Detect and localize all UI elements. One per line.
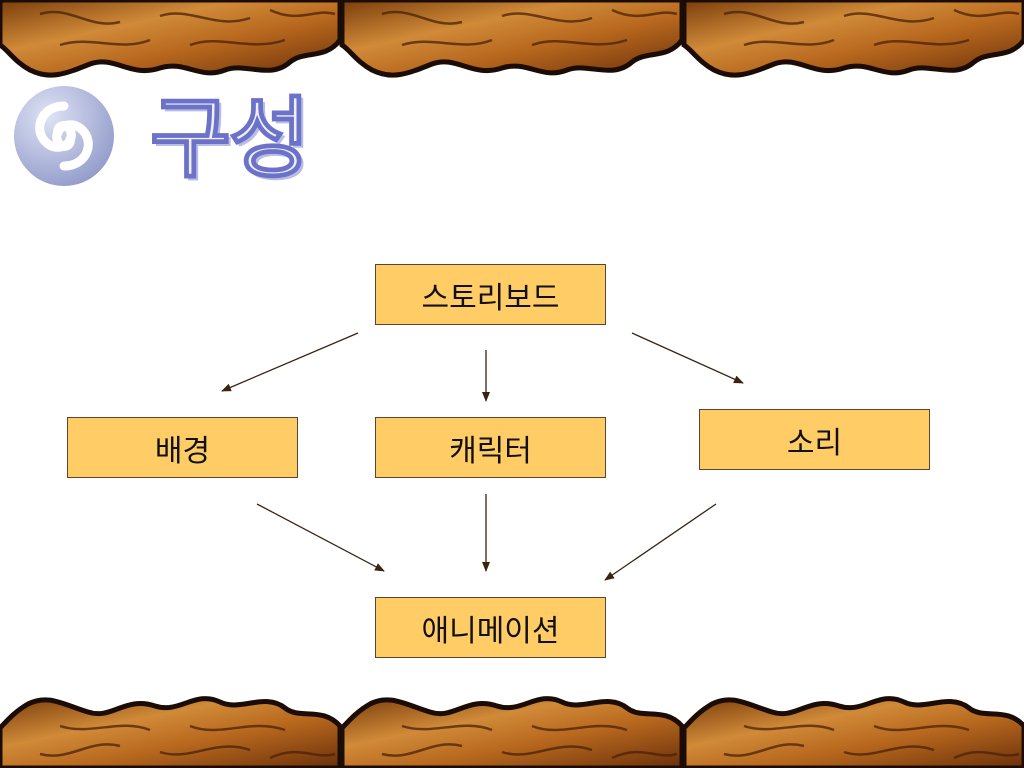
node-character: 캐릭터 — [375, 417, 606, 478]
node-character-label: 캐릭터 — [449, 433, 532, 469]
arrow-storyboard-to-sound — [631, 332, 744, 384]
node-sound-label: 소리 — [786, 425, 843, 461]
arrow-background-to-animation — [256, 503, 385, 572]
node-sound: 소리 — [699, 409, 930, 470]
swirl-icon — [14, 86, 114, 186]
slide-title: 구성 — [149, 86, 311, 191]
node-storyboard: 스토리보드 — [375, 264, 606, 325]
node-animation-label: 애니메이션 — [421, 613, 560, 649]
decorative-border-top — [0, 0, 1024, 82]
node-animation: 애니메이션 — [375, 597, 606, 658]
node-background-label: 배경 — [154, 433, 211, 469]
node-background: 배경 — [67, 417, 298, 478]
node-storyboard-label: 스토리보드 — [421, 280, 560, 316]
decorative-border-bottom — [0, 686, 1024, 768]
arrow-storyboard-to-background — [221, 332, 359, 392]
arrow-sound-to-animation — [604, 503, 717, 581]
